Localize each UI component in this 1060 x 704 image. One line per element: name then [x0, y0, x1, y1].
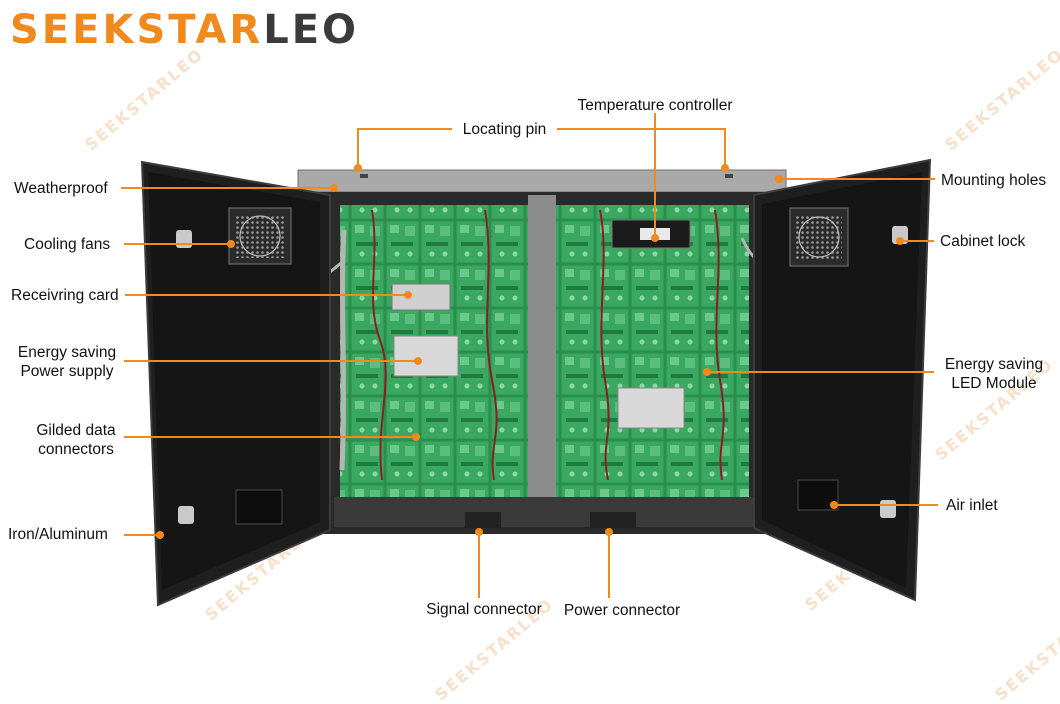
label-line-2: LED Module [951, 375, 1037, 392]
label-energy-saving-power: Energy saving Power supply [6, 343, 128, 381]
label-gilded-data-connectors: Gilded data connectors [18, 421, 134, 459]
label-energy-saving-led-module: Energy saving LED Module [935, 355, 1053, 393]
label-air-inlet: Air inlet [946, 497, 998, 514]
label-line-2: Power supply [20, 363, 114, 380]
left-door [140, 160, 331, 607]
label-weatherproof: Weatherproof [14, 180, 108, 197]
brand-logo: SEEKSTARLEO [10, 6, 359, 54]
label-signal-connector: Signal connector [426, 601, 542, 618]
receiving-card [391, 283, 451, 311]
label-power-connector: Power connector [563, 602, 681, 619]
callout-dots [156, 164, 904, 539]
label-cooling-fans: Cooling fans [24, 236, 111, 253]
label-line-1: Energy saving [17, 344, 117, 361]
callout-lines [121, 113, 938, 598]
label-line-1: Energy saving [944, 356, 1044, 373]
power-supply [617, 387, 685, 429]
label-iron-aluminum: Iron/Aluminum [8, 526, 108, 543]
right-door [753, 158, 932, 602]
label-receiving-card: Receivring card [11, 287, 119, 304]
label-line-2: connectors [38, 441, 114, 458]
cabinet-frame [297, 169, 787, 534]
logo-part-1: SEEKSTAR [10, 7, 264, 53]
power-supply [393, 335, 459, 377]
label-line-1: Gilded data [36, 422, 116, 439]
label-temperature-controller: Temperature controller [577, 97, 733, 114]
label-mounting-holes: Mounting holes [941, 172, 1047, 189]
label-cabinet-lock: Cabinet lock [940, 233, 1026, 250]
label-locating-pin: Locating pin [462, 121, 547, 138]
logo-part-2: LEO [263, 7, 360, 53]
